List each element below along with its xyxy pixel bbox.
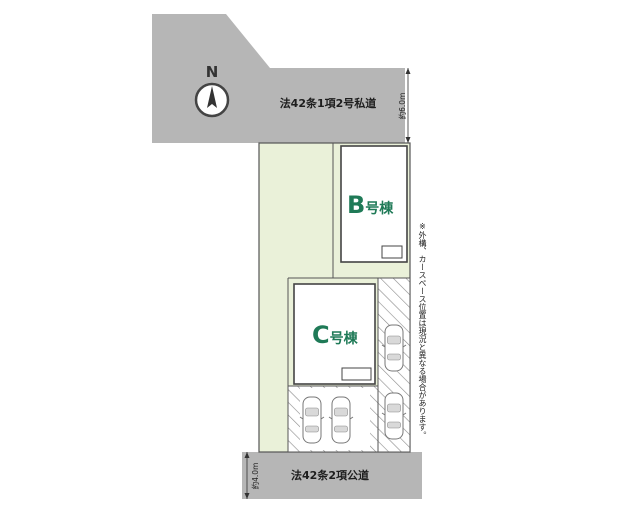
south-road-width-label: 約4.0m	[250, 463, 260, 490]
building-b-letter: B	[347, 191, 365, 219]
south-road-width-dimension: 約4.0m	[244, 452, 260, 499]
north-road-width-label: 約6.0m	[397, 93, 407, 120]
svg-text:B号棟: B号棟	[347, 191, 394, 219]
svg-text:C号棟: C号棟	[312, 321, 359, 349]
north-arrow-icon: N	[194, 63, 230, 118]
building-c-suffix: 号棟	[330, 330, 359, 347]
north-label: N	[206, 63, 219, 81]
building-b-suffix: 号棟	[365, 200, 394, 217]
building-b: B号棟	[340, 145, 408, 263]
north-road	[152, 14, 405, 143]
car-icon	[381, 324, 407, 372]
south-road	[242, 452, 422, 499]
car-icon	[299, 396, 325, 444]
north-road-width-dimension: 約6.0m	[397, 68, 411, 143]
building-c: C号棟	[293, 283, 376, 385]
north-road-label: 法42条1項2号私道	[280, 96, 377, 110]
car-icon	[381, 392, 407, 440]
building-c-letter: C	[312, 321, 330, 349]
south-road-label: 法42条2項公道	[291, 468, 369, 482]
car-icon	[328, 396, 354, 444]
layout-note: ※外構、カースペース位置は現況と異なる場合があります。	[418, 222, 427, 439]
